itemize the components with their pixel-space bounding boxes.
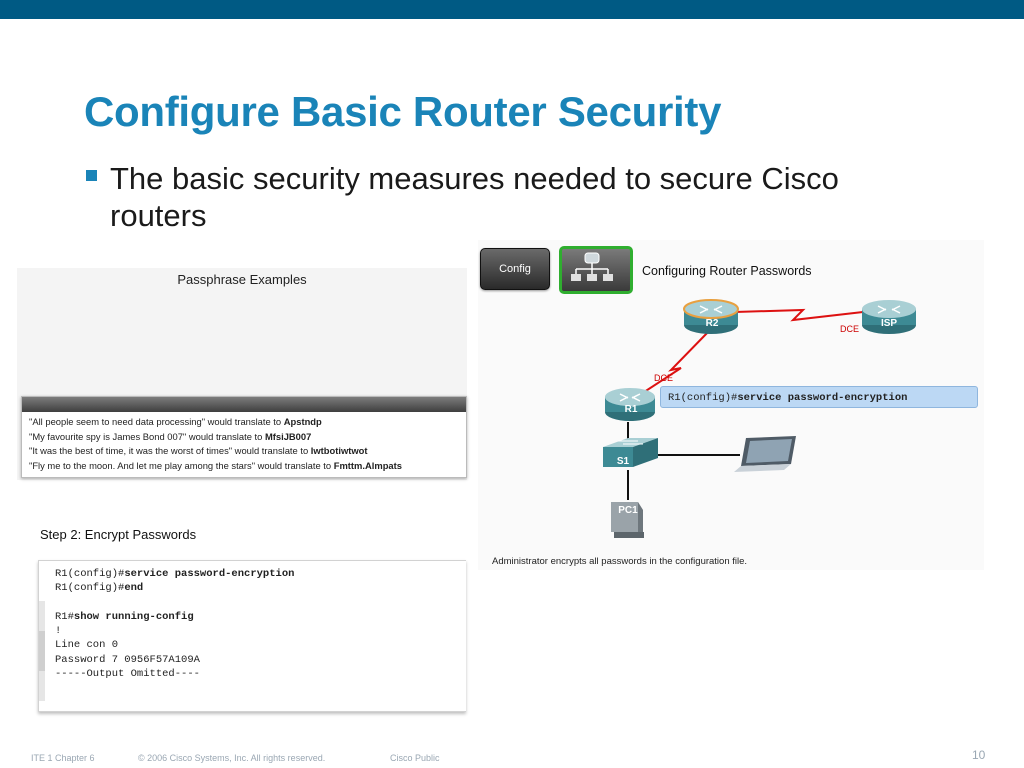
passphrase-box-header [22,397,466,412]
topology-button[interactable] [559,246,633,294]
diagram-caption: Administrator encrypts all passwords in … [492,556,748,567]
passphrase-line: "All people seem to need data processing… [29,416,322,427]
device-label-r1: R1 [624,404,638,415]
device-label-r2: R2 [705,318,719,329]
code-line: ! [55,625,62,638]
footer-copyright: © 2006 Cisco Systems, Inc. All rights re… [138,753,326,763]
serial-link-r1-r2 [637,329,711,397]
dce-label-r1-link: DCE [654,373,674,383]
code-line: Line con 0 [55,639,119,652]
code-line: R1#show running-config [55,610,194,623]
serial-link-r2-isp [734,308,864,322]
code-line: Password 7 0956F57A109A [55,653,200,666]
device-label-isp: ISP [880,318,898,329]
passphrase-line: "It was the best of time, it was the wor… [29,445,368,456]
passphrase-list: "All people seem to need data processing… [22,412,466,473]
code-line [55,596,294,610]
command-callout: R1(config)#service password-encryption [660,386,978,408]
code-line: -----Output Omitted---- [55,668,200,681]
device-label-s1: S1 [616,456,630,467]
code-line: R1(config)#end [55,582,144,595]
code-line: R1(config)#service password-encryption [55,568,295,580]
passphrase-box: "All people seem to need data processing… [21,396,467,478]
config-heading: Configuring Router Passwords [642,264,812,278]
pc-pc1-icon[interactable] [611,502,644,538]
passphrase-title: Passphrase Examples [177,272,307,287]
bullet-marker [86,170,97,181]
laptop-icon[interactable] [734,436,796,472]
slide-title: Configure Basic Router Security [84,88,722,135]
switch-s1-icon[interactable] [603,438,658,467]
step2-title: Step 2: Encrypt Passwords [40,527,197,542]
code-scroll-thumb[interactable] [39,631,45,671]
config-button[interactable]: Config [480,248,550,290]
router-r1-icon[interactable] [605,388,655,421]
router-r2-icon[interactable] [683,299,739,334]
network-topology-diagram [603,299,916,538]
dce-label-isp-link: DCE [840,324,860,334]
passphrase-line: "Fly me to the moon. And let me play amo… [29,459,402,471]
passphrase-line: "My favourite spy is James Bond 007" wou… [29,430,312,442]
network-topology-icon [571,252,613,281]
bullet-text: The basic security measures needed to se… [110,161,839,233]
device-label-pc1: PC1 [618,505,638,516]
page-number: 10 [972,748,986,762]
footer-classification: Cisco Public [390,753,440,763]
header-bar [0,0,1024,19]
footer-course: ITE 1 Chapter 6 [31,753,95,763]
passphrase-panel: Passphrase Examples "All people seem to … [17,268,467,480]
router-isp-icon[interactable] [862,300,916,334]
